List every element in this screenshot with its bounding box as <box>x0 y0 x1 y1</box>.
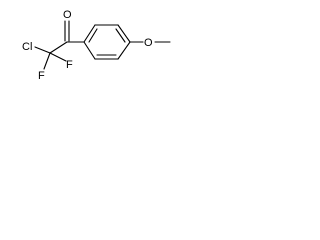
bond-c-cl <box>34 46 51 54</box>
atom-label-fluorine-1: F <box>38 70 45 82</box>
chemical-structure-diagram: O Cl F F O <box>22 9 171 82</box>
bond-c-f1 <box>43 52 51 70</box>
carbonyl-double-bond <box>64 20 70 42</box>
atom-label-fluorine-2: F <box>66 59 73 71</box>
atom-label-oxygen-carbonyl: O <box>63 9 72 21</box>
benzene-ring <box>83 24 131 60</box>
bond-carbonyl-to-cf2cl <box>49 41 68 54</box>
atom-label-oxygen-methoxy: O <box>144 37 153 49</box>
bond-c-f2 <box>49 52 67 62</box>
atom-label-chlorine: Cl <box>22 41 32 53</box>
